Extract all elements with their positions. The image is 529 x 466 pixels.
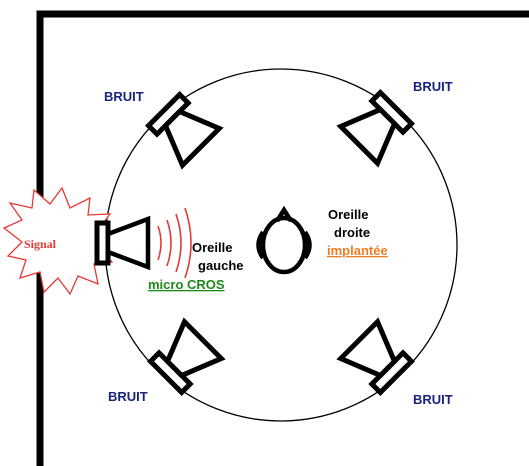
room-wall <box>36 10 529 466</box>
speaker-top-left-icon <box>145 91 224 170</box>
oreille-droite-label-line1: Oreille <box>328 207 368 222</box>
bruit-label-top-right: BRUIT <box>413 79 453 94</box>
signal-label: Signal <box>24 237 57 251</box>
speaker-bottom-right-icon <box>336 317 415 396</box>
micro-cros-label: micro CROS <box>148 277 225 292</box>
oreille-droite-label-line2: droite <box>334 225 370 240</box>
implantee-label: implantée <box>327 243 388 258</box>
bruit-label-bottom-left: BRUIT <box>108 389 148 404</box>
speaker-signal-icon <box>94 215 151 271</box>
oreille-gauche-label-line2: gauche <box>198 258 244 273</box>
bruit-label-top-left: BRUIT <box>104 89 144 104</box>
speaker-top-right-icon <box>336 89 415 168</box>
sound-waves-icon <box>157 207 192 279</box>
oreille-gauche-label-line1: Oreille <box>192 240 232 255</box>
head-top-view-icon <box>256 205 312 275</box>
speaker-bottom-left-icon <box>147 317 226 396</box>
bruit-label-bottom-right: BRUIT <box>413 392 453 407</box>
